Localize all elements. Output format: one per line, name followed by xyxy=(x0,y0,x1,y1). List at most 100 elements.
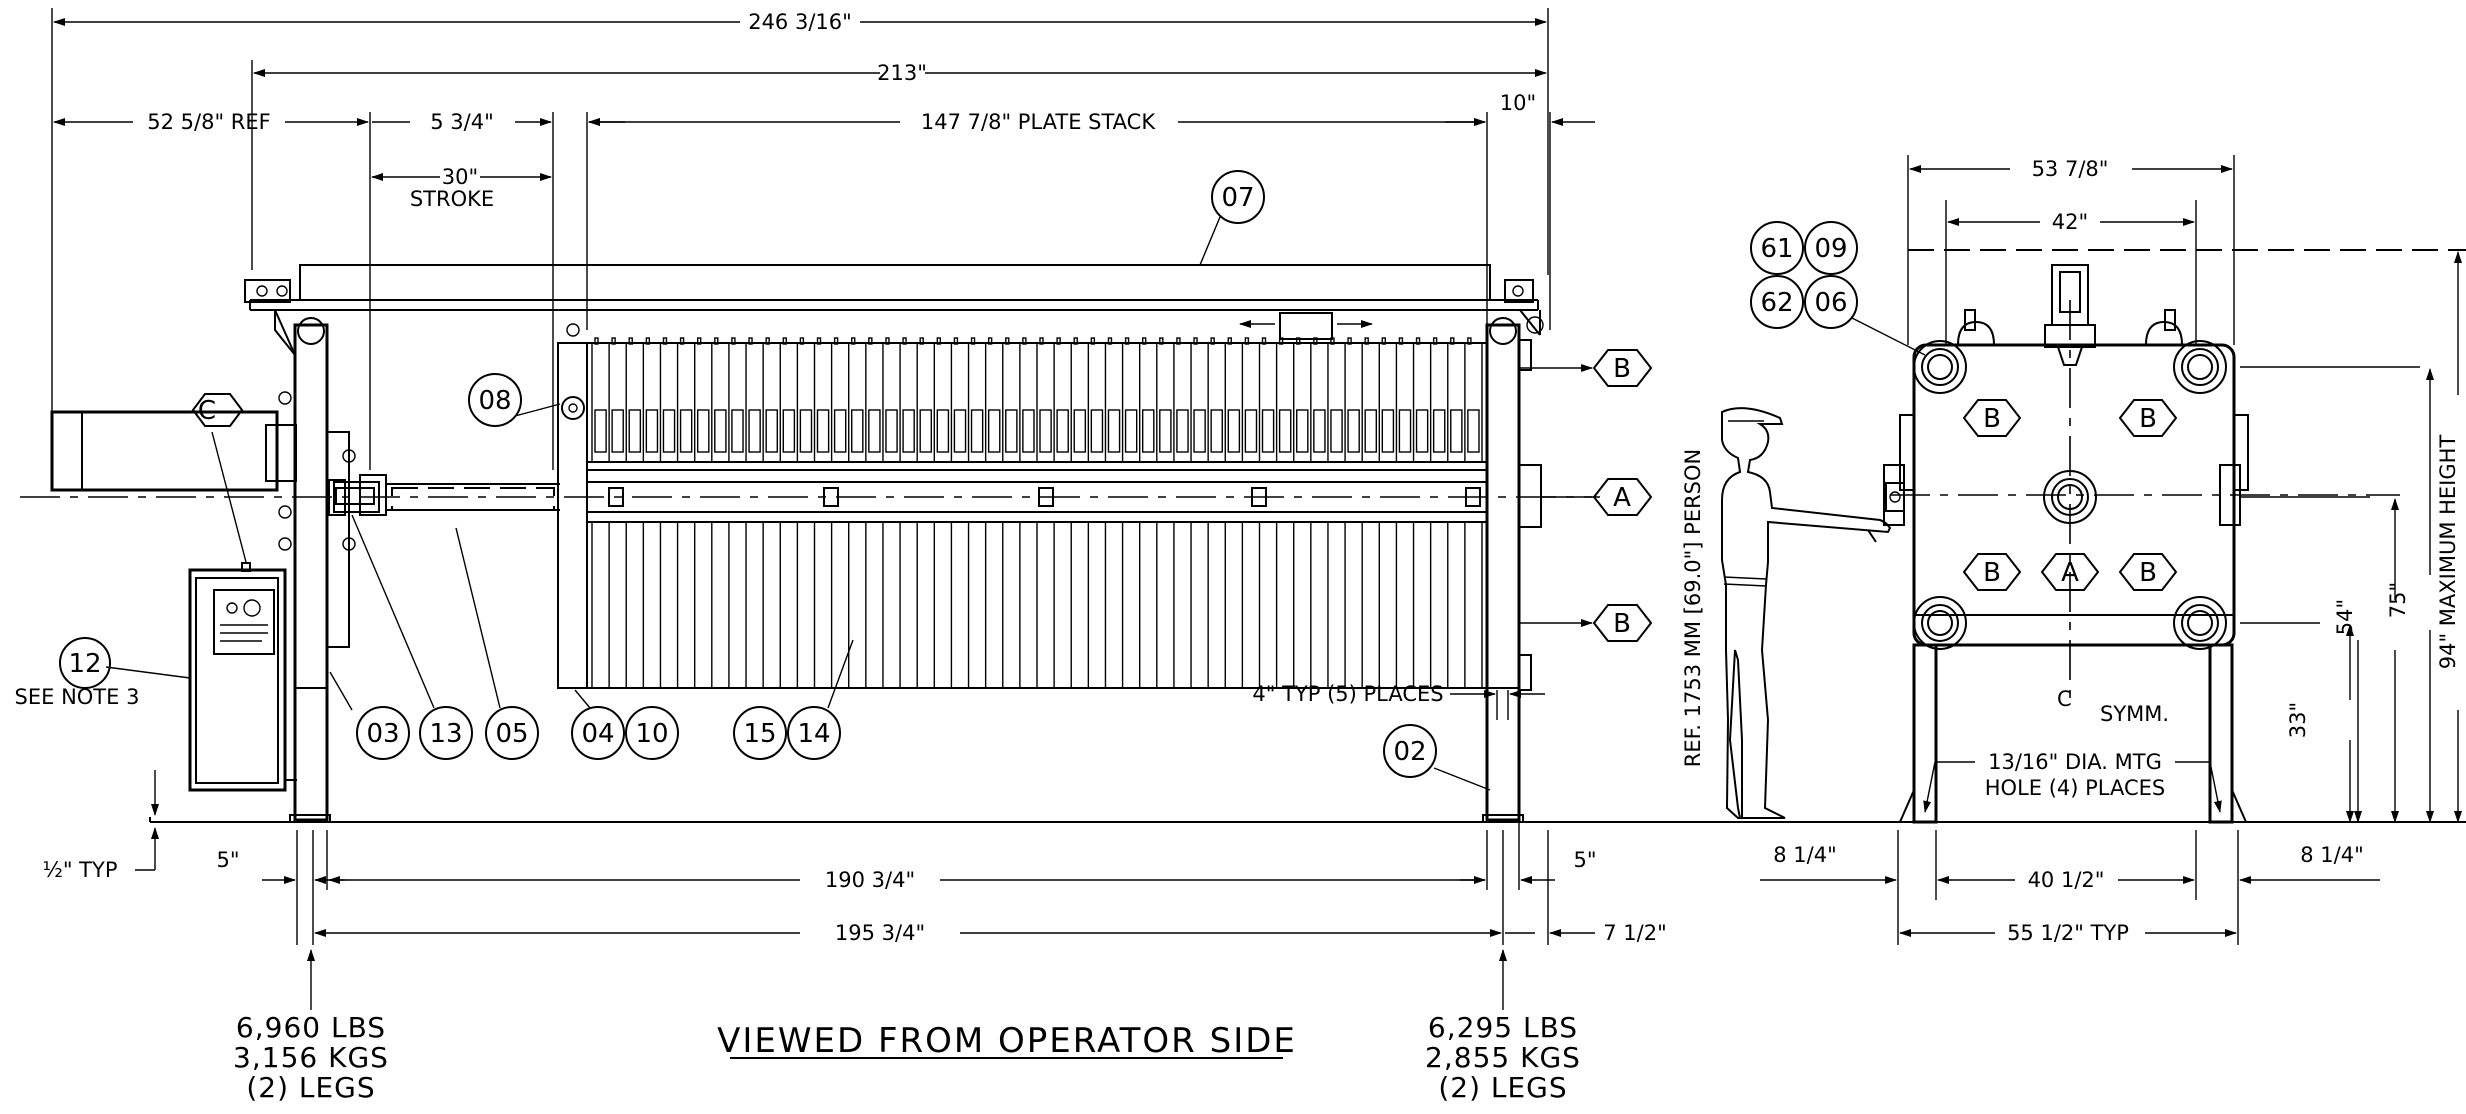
plate-top-lug xyxy=(816,337,822,345)
plate-top-lug xyxy=(1090,337,1096,345)
plate-shifter-handles xyxy=(608,487,1481,507)
plate-top-lug xyxy=(765,337,770,345)
dim-plate-stack: 147 7/8" PLATE STACK xyxy=(921,110,1156,134)
hex-b-bottom: B xyxy=(1613,609,1631,639)
person-reference: REF. 1753 MM [69.0"] PERSON xyxy=(1681,449,1705,768)
dim-ref-left: 52 5/8" REF xyxy=(147,110,270,134)
plate-handle-slot xyxy=(885,409,898,453)
plate-handle-slot xyxy=(748,409,761,453)
dim-overall: 246 3/16" xyxy=(748,10,852,34)
plate-top-lug xyxy=(1159,337,1164,345)
plate-handle-slot xyxy=(679,409,693,453)
plate-top-lug xyxy=(1432,337,1438,345)
plate-handle-slot xyxy=(628,409,642,453)
plate-handle-slot xyxy=(919,409,933,453)
dim-53: 53 7/8" xyxy=(2032,157,2109,181)
plate-handle-slot xyxy=(987,409,1001,453)
plate-handle-slot xyxy=(1090,409,1104,453)
plate-handle-slot xyxy=(1227,409,1241,453)
plate-handle-slot xyxy=(1467,409,1480,453)
plate-top-lug xyxy=(1398,337,1404,345)
plate-top-lug xyxy=(970,337,976,345)
plate-handle-slot xyxy=(1022,409,1035,453)
bubble-61: 61 xyxy=(1760,234,1793,264)
filter-plates-lower xyxy=(591,522,1483,688)
callouts-side: 07 08 C 12 SEE NOTE 3 03 13 05 04 10 15 … xyxy=(15,170,1653,791)
end-hex-b2: B xyxy=(2139,404,2157,434)
plate-handle-slot xyxy=(1330,409,1343,453)
plate-top-lug xyxy=(1450,337,1455,345)
plate-top-lug xyxy=(1022,337,1027,345)
plate-top-lug xyxy=(851,337,856,345)
plate-handle-slot xyxy=(902,409,915,453)
end-hex-b1: B xyxy=(1983,404,2001,434)
plate-handle-slot xyxy=(851,409,864,453)
left-weight-lbs: 6,960 LBS xyxy=(236,1011,386,1044)
plate-handle-slot xyxy=(1073,409,1087,453)
plate-top-lug xyxy=(731,337,736,345)
symm-label: SYMM. xyxy=(2100,702,2169,726)
dim-typ-5: 4" TYP (5) PLACES xyxy=(1252,682,1443,706)
shifter-handle xyxy=(608,487,624,507)
weight-labels: 6,960 LBS 3,156 KGS (2) LEGS 6,295 LBS 2… xyxy=(233,949,1580,1104)
plate-top-lug xyxy=(662,337,668,345)
dim-5-left: 5" xyxy=(216,848,239,872)
hex-c: C xyxy=(198,396,216,426)
end-hex-b3: B xyxy=(1983,558,2001,588)
plate-top-lug xyxy=(1347,337,1352,345)
dim-42: 42" xyxy=(2052,210,2088,234)
view-title: VIEWED FROM OPERATOR SIDE xyxy=(717,1021,1297,1061)
hex-a-mid: A xyxy=(1613,483,1631,513)
plate-handle-slot xyxy=(1296,409,1309,453)
plate-handle-slot xyxy=(1381,409,1395,453)
dim-frame: 213" xyxy=(877,61,927,85)
plate-handle-slot xyxy=(1107,409,1121,453)
plate-handle-slot xyxy=(1210,409,1223,453)
dim-195: 195 3/4" xyxy=(835,921,925,945)
plate-top-lug xyxy=(1005,337,1010,345)
plate-top-lug xyxy=(919,337,924,345)
plate-top-lug xyxy=(1415,337,1421,345)
plate-top-lug xyxy=(1278,337,1284,345)
dim-55: 55 1/2" TYP xyxy=(2007,921,2129,945)
plate-top-lug xyxy=(1313,337,1318,345)
dim-40: 40 1/2" xyxy=(2028,868,2105,892)
dim-h75: 75" xyxy=(2386,582,2410,618)
bubble-15: 15 xyxy=(743,719,776,749)
plate-handle-slot xyxy=(868,409,881,453)
bubble-02: 02 xyxy=(1393,737,1426,767)
plate-top-lug xyxy=(748,337,753,345)
plate-top-lug xyxy=(1107,337,1113,345)
shifter-handle xyxy=(823,487,839,507)
plate-top-lug xyxy=(1261,337,1267,345)
plate-top-lug xyxy=(628,337,633,345)
filter-press-side-view xyxy=(20,264,1600,823)
plate-top-lug xyxy=(611,337,616,345)
filter-plates-upper xyxy=(591,337,1483,462)
plate-handle-slot xyxy=(936,409,950,453)
plate-handle-slot xyxy=(765,409,778,453)
plate-handle-slot xyxy=(799,409,813,453)
plate-top-lug xyxy=(1210,337,1215,345)
plate-top-lug xyxy=(1176,337,1181,345)
plate-handle-slot xyxy=(953,409,967,453)
top-dimensions: 246 3/16" 213" 52 5/8" REF 5 3/4" 147 7/… xyxy=(51,8,1595,470)
plate-top-lug xyxy=(936,337,942,345)
plate-top-lug xyxy=(1193,337,1198,345)
plate-handle-slot xyxy=(1159,409,1172,453)
dim-8-right: 8 1/4" xyxy=(2300,843,2364,867)
see-note-label: SEE NOTE 3 xyxy=(15,685,140,709)
plate-top-lug xyxy=(782,337,787,345)
plate-handle-slot xyxy=(1193,409,1206,453)
mtg-hole-line1: 13/16" DIA. MTG xyxy=(1988,750,2162,774)
plate-top-lug xyxy=(1227,337,1232,345)
dim-half-typ: ½" TYP xyxy=(42,858,117,882)
plate-top-lug xyxy=(1330,337,1335,345)
bubble-05: 05 xyxy=(495,719,528,749)
plate-handle-slot xyxy=(645,409,659,453)
bubble-10: 10 xyxy=(635,719,668,749)
end-hex-a: A xyxy=(2061,558,2079,588)
dim-190: 190 3/4" xyxy=(825,868,915,892)
right-weight-lbs: 6,295 LBS xyxy=(1428,1011,1578,1044)
